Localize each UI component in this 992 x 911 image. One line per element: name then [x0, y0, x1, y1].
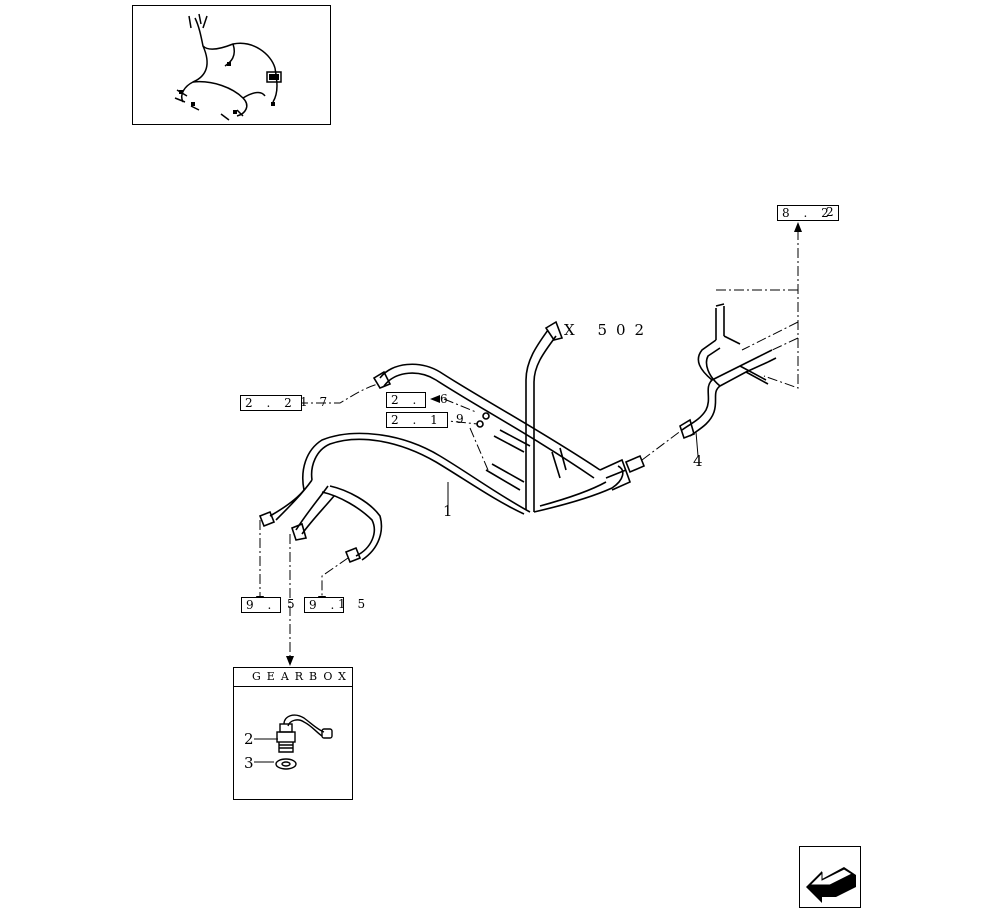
ref-tail-5: 5 [287, 597, 299, 611]
gearbox-title: GEARBOX [234, 668, 352, 687]
ref-box-2-1[interactable]: 2 . 1 [386, 412, 448, 428]
gearbox-item-2: 2 [244, 730, 254, 748]
ref-box-2[interactable]: 2 . [386, 392, 427, 408]
item-number-1: 1 [443, 502, 453, 520]
ref-tail-15: 1 5 [338, 597, 370, 611]
ref-box-9-15[interactable]: 9 . [304, 597, 345, 613]
gearbox-item-3: 3 [244, 754, 254, 772]
connector-code: X 502 [564, 321, 654, 339]
gearbox-inset: GEARBOX [233, 667, 353, 800]
ref-tail-9: 9 [456, 412, 468, 426]
ref-tail-8-2: 2 [826, 205, 838, 219]
ref-box-2-2[interactable]: 2 . 2 [240, 395, 302, 411]
ref-tail-2-2: 1 7 [300, 395, 332, 409]
harness-thumbnail [132, 5, 331, 125]
ref-box-9-5-left[interactable]: 9 . [241, 597, 282, 613]
item-number-4: 4 [693, 452, 703, 470]
ref-box-8-2[interactable]: 8 . 2 [777, 205, 839, 221]
previous-page-arrow-icon [806, 867, 856, 903]
previous-page-button[interactable] [799, 846, 861, 908]
ref-tail-6: 6 [440, 392, 452, 406]
harness-thumbnail-icon [174, 13, 282, 121]
